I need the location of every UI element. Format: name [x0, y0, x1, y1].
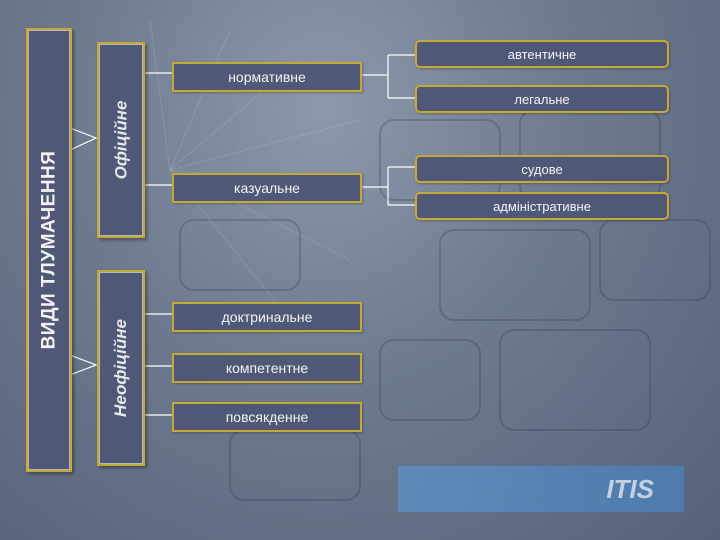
- doctrinal-box: доктринальне: [172, 302, 362, 332]
- main-title-box: ВИДИ ТЛУМАЧЕННЯ: [26, 28, 72, 472]
- casual-box: казуальне: [172, 173, 362, 203]
- judicial-box: судове: [415, 155, 669, 183]
- logo-text: ITIS: [606, 474, 654, 504]
- main-title: ВИДИ ТЛУМАЧЕННЯ: [38, 150, 60, 350]
- administrative-box: адміністративне: [415, 192, 669, 220]
- competent-box: компетентне: [172, 353, 362, 383]
- official-title: Офіційне: [111, 100, 130, 180]
- unofficial-category-box: Неофіційне: [97, 270, 145, 466]
- normative-box: нормативне: [172, 62, 362, 92]
- unofficial-title: Неофіційне: [111, 319, 130, 417]
- authentic-box: автентичне: [415, 40, 669, 68]
- logo-watermark: ITIS: [398, 466, 684, 512]
- official-category-box: Офіційне: [97, 42, 145, 238]
- legal-box: легальне: [415, 85, 669, 113]
- everyday-box: повсякденне: [172, 402, 362, 432]
